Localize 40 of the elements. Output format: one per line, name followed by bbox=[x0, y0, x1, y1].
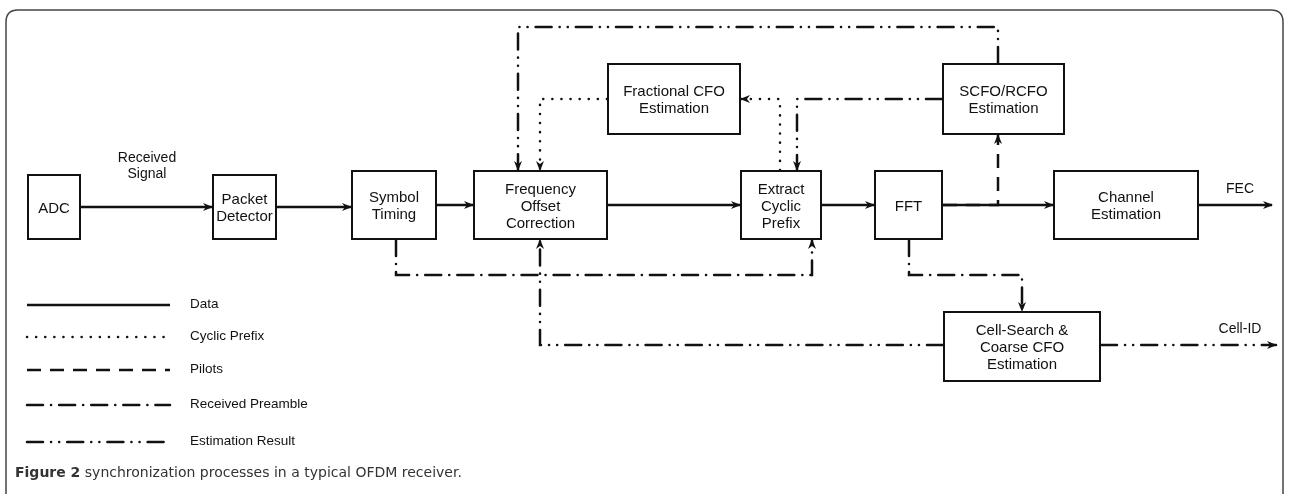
box-label: Packet Detector bbox=[215, 190, 274, 224]
box-label: Frequency Offset Correction bbox=[504, 179, 577, 231]
box-label: FFT bbox=[893, 196, 924, 214]
legend-label: Received Preamble bbox=[190, 396, 308, 411]
arrow bbox=[822, 201, 875, 209]
process-box bbox=[607, 63, 741, 135]
arrow bbox=[793, 97, 944, 172]
arrow bbox=[437, 201, 474, 209]
process-box bbox=[351, 170, 437, 240]
arrow bbox=[394, 238, 816, 277]
process-box bbox=[473, 170, 608, 240]
arrow bbox=[907, 238, 1026, 313]
box-label: Cell-Search & Coarse CFO Estimation bbox=[974, 321, 1070, 372]
box-label: Channel Estimation bbox=[1090, 188, 1162, 222]
legend-label: Cyclic Prefix bbox=[190, 328, 265, 343]
process-box bbox=[212, 174, 277, 240]
process-box bbox=[942, 63, 1065, 135]
figure-caption: Figure 2 synchronization processes in a typical OFDM receiver. bbox=[15, 464, 462, 480]
box-label: SCFO/RCFO Estimation bbox=[958, 82, 1049, 116]
process-box bbox=[943, 311, 1101, 382]
box-label: Extract Cyclic Prefix bbox=[756, 179, 806, 231]
process-box bbox=[740, 170, 822, 240]
arrow bbox=[1199, 201, 1273, 209]
box-label: ADC bbox=[37, 198, 71, 216]
legend-label: Data bbox=[190, 296, 219, 311]
edge-label: Received Signal bbox=[116, 149, 178, 181]
legend-label: Estimation Result bbox=[190, 433, 296, 448]
arrow bbox=[514, 25, 1000, 172]
legend-label: Pilots bbox=[190, 361, 223, 376]
arrow bbox=[943, 134, 1002, 207]
process-box bbox=[874, 170, 943, 240]
arrow bbox=[608, 201, 741, 209]
box-label: Fractional CFO Estimation bbox=[622, 82, 726, 116]
arrow bbox=[536, 97, 609, 172]
process-box bbox=[27, 174, 81, 240]
arrow bbox=[536, 238, 945, 347]
arrow bbox=[81, 203, 213, 211]
arrow bbox=[277, 203, 352, 211]
process-box bbox=[1053, 170, 1199, 240]
box-label: Symbol Timing bbox=[368, 188, 420, 222]
